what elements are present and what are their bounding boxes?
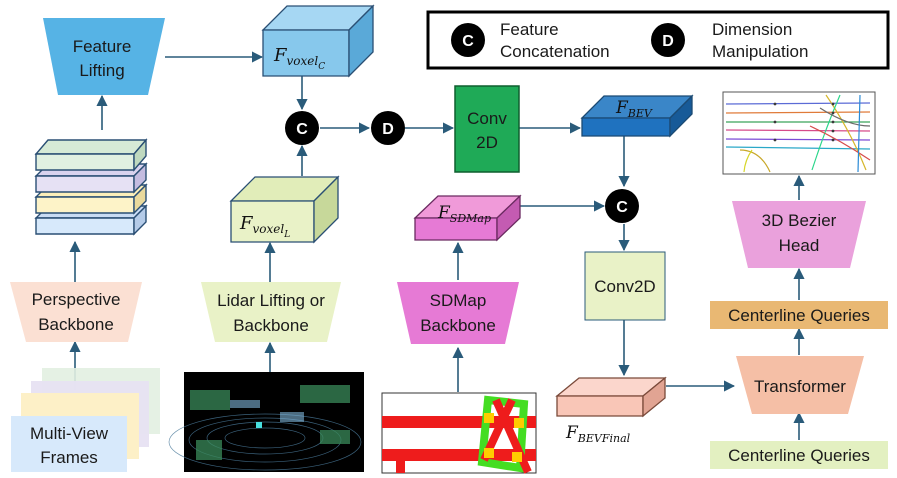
conv2d-a-line1: Conv — [467, 109, 507, 128]
bev-final-label: FBEVFinal — [565, 423, 631, 445]
bezier-head-line2: Head — [779, 236, 820, 255]
transformer-block: Transformer — [736, 356, 864, 414]
dim-legend-icon — [651, 23, 685, 57]
svg-text:D: D — [382, 121, 394, 138]
centerline-queries-bottom-label: Centerline Queries — [728, 446, 870, 465]
conv2d-b-label: Conv2D — [594, 277, 655, 296]
perspective-backbone-block: Perspective Backbone — [10, 282, 142, 342]
conv2d-block-b: Conv2D — [584, 251, 666, 321]
legend-dim-line2: Manipulation — [712, 42, 808, 61]
multiview-frames-stack: Multi-View Frames — [11, 368, 160, 472]
sdmap-label: FSDMap — [437, 203, 491, 225]
lidar-backbone-line2: Backbone — [233, 316, 309, 335]
conv2d-block-a: Conv 2D — [454, 85, 520, 173]
centerline-queries-top-label: Centerline Queries — [728, 306, 870, 325]
multiview-frames-line1: Multi-View — [30, 424, 109, 443]
bev-label: FBEV — [615, 98, 653, 120]
transformer-label: Transformer — [754, 377, 846, 396]
centerline-queries-top: Centerline Queries — [710, 301, 888, 329]
legend-c-letter: C — [462, 33, 474, 50]
svg-text:C: C — [616, 199, 628, 216]
flow-arrows — [69, 51, 805, 440]
bev-final-feature-slab — [555, 376, 667, 418]
dim-manip-op: D — [371, 111, 405, 145]
sdmap-backbone-block: SDMap Backbone — [397, 282, 519, 344]
centerline-output-image — [722, 91, 876, 175]
voxel-l-feature-cube — [229, 175, 340, 244]
voxel-c-feature-cube — [261, 4, 375, 78]
bev-feature-slab — [580, 94, 694, 138]
conv2d-a-line2: 2D — [476, 133, 498, 152]
voxel-l-label: FvoxelL — [239, 213, 290, 240]
sdmap-image — [381, 392, 537, 474]
legend-concat-line2: Concatenation — [500, 42, 610, 61]
bezier-head-line1: 3D Bezier — [762, 211, 837, 230]
voxel-c-label: FvoxelC — [273, 45, 325, 72]
lidar-backbone-line1: Lidar Lifting or — [217, 291, 325, 310]
legend-box: C Feature Concatenation D Dimension Mani… — [426, 10, 890, 70]
multiview-frames-line2: Frames — [40, 448, 98, 467]
perspective-backbone-line1: Perspective — [32, 290, 121, 309]
perspective-backbone-line2: Backbone — [38, 315, 114, 334]
feature-lifting-line1: Feature — [73, 37, 132, 56]
sdmap-feature-slab — [413, 194, 522, 242]
legend-d-letter: D — [662, 33, 674, 50]
feature-lifting-line2: Lifting — [79, 61, 124, 80]
legend-dim-line1: Dimension — [712, 20, 792, 39]
centerline-queries-bottom: Centerline Queries — [710, 441, 888, 469]
concat-legend-icon — [451, 23, 485, 57]
sdmap-backbone-line2: Backbone — [420, 316, 496, 335]
svg-text:C: C — [296, 121, 308, 138]
legend-concat-line1: Feature — [500, 20, 559, 39]
lidar-backbone-block: Lidar Lifting or Backbone — [201, 282, 341, 342]
lidar-pointcloud-image — [168, 372, 364, 472]
concat-op-2: C — [605, 189, 639, 223]
concat-op-1: C — [285, 111, 319, 145]
sdmap-backbone-line1: SDMap — [430, 291, 487, 310]
feature-lifting-block: Feature Lifting — [43, 18, 165, 95]
perspective-feature-stack — [34, 138, 148, 236]
bezier-head-block: 3D Bezier Head — [732, 201, 866, 268]
